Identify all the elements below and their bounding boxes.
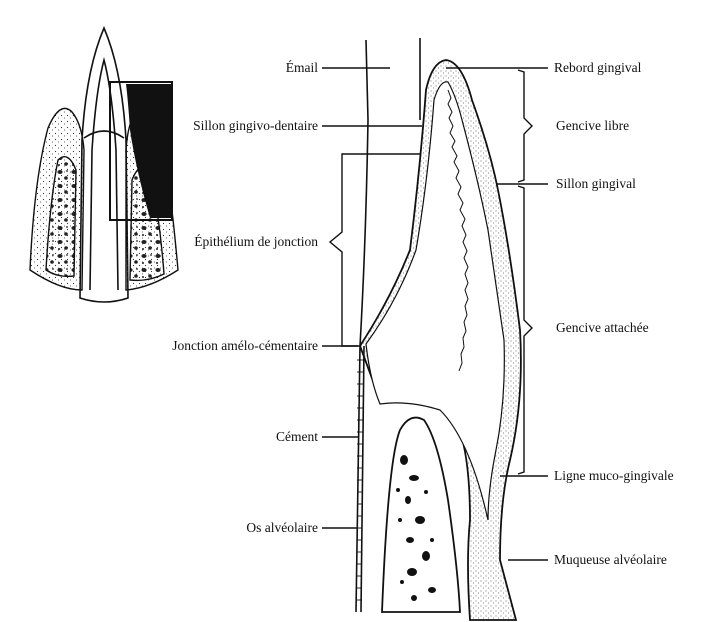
alveolar-bone bbox=[381, 416, 461, 613]
label-epithelium-jonction: Épithélium de jonction bbox=[194, 234, 318, 249]
label-gencive-libre: Gencive libre bbox=[556, 118, 630, 133]
cementum-layer bbox=[357, 359, 363, 601]
label-sillon-gingivo-dentaire: Sillon gingivo-dentaire bbox=[193, 118, 318, 133]
label-muqueuse-alveolaire: Muqueuse alvéolaire bbox=[554, 552, 667, 567]
inset-tooth bbox=[79, 25, 129, 303]
inset-left-gingiva bbox=[29, 107, 85, 291]
inset-zoom-box bbox=[109, 81, 173, 221]
label-gencive-attachee: Gencive attachée bbox=[556, 320, 649, 335]
label-rebord-gingival: Rebord gingival bbox=[554, 60, 642, 75]
label-ligne-muco-gingivale: Ligne muco-gingivale bbox=[554, 468, 674, 483]
gingiva bbox=[358, 59, 522, 621]
label-email: Émail bbox=[285, 60, 318, 75]
leaders-left bbox=[322, 67, 422, 529]
label-jonction-amelo-cementaire: Jonction amélo-cémentaire bbox=[172, 338, 318, 353]
label-os-alveolaire: Os alvéolaire bbox=[246, 520, 318, 535]
leaders-right bbox=[446, 67, 548, 561]
label-cement: Cément bbox=[276, 429, 318, 444]
label-sillon-gingival: Sillon gingival bbox=[556, 176, 636, 191]
tooth-surface bbox=[355, 39, 369, 613]
